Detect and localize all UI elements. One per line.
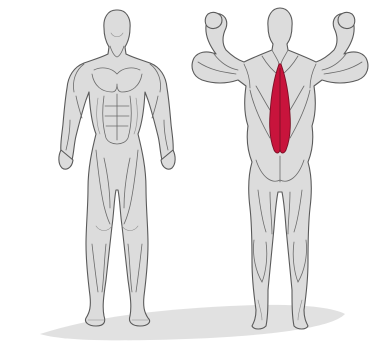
front-figure: [59, 10, 175, 326]
back-figure: [192, 8, 368, 329]
front-body-outline: [61, 10, 174, 326]
back-right-fist: [338, 12, 355, 28]
back-left-fist: [205, 12, 222, 28]
